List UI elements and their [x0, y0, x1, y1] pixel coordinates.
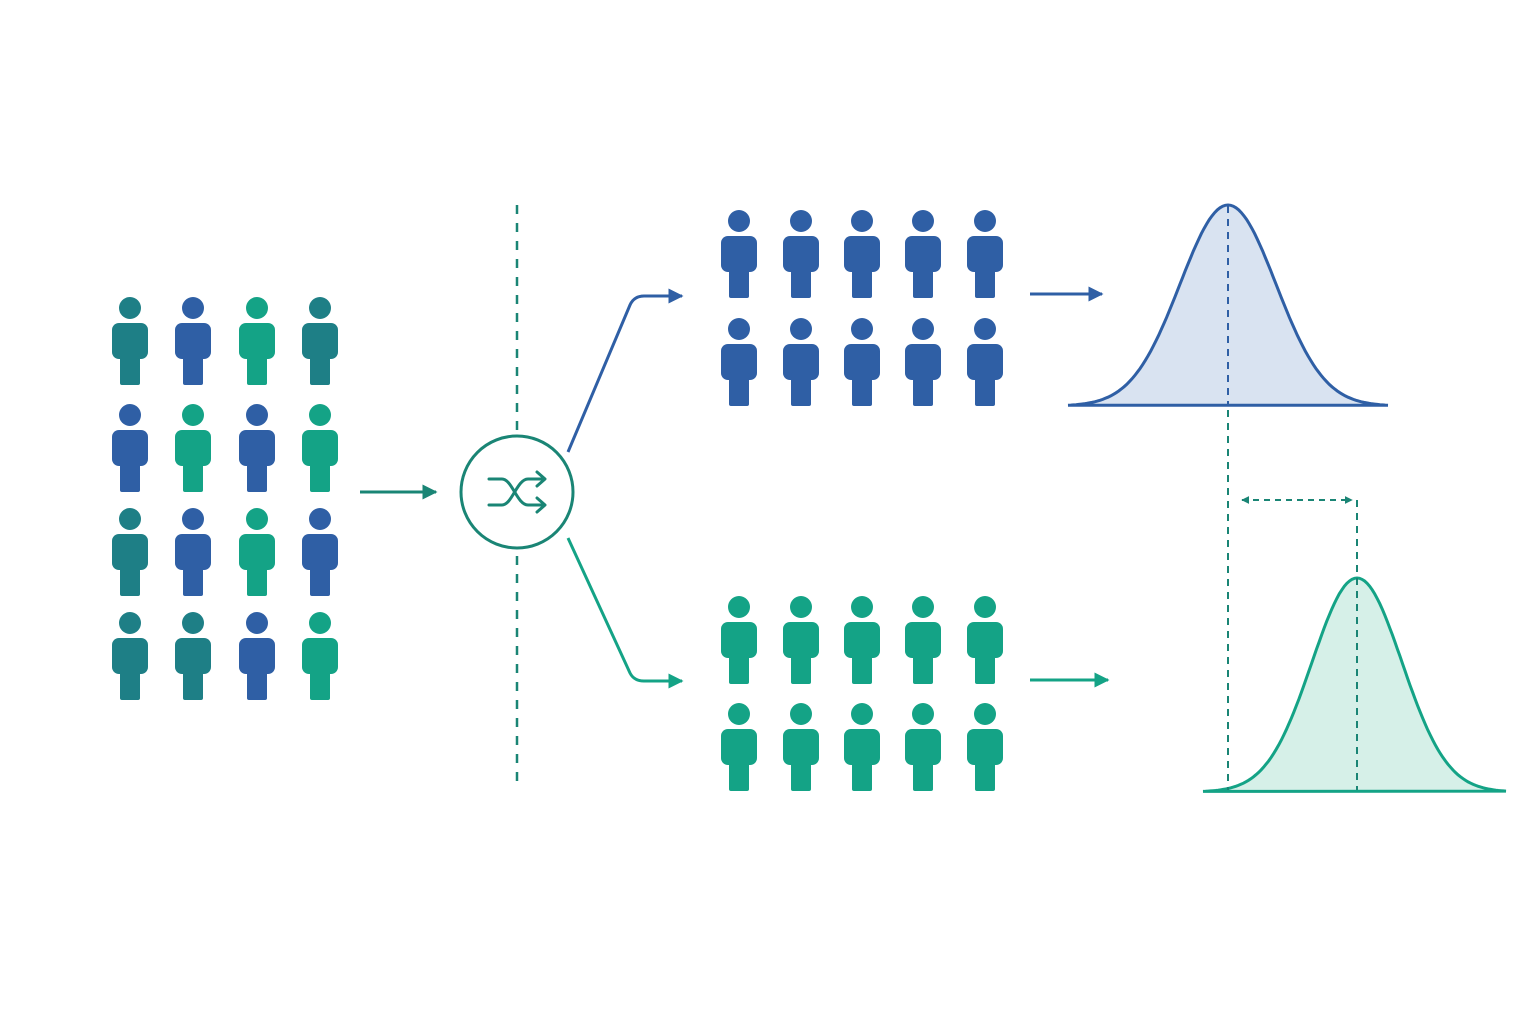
person-icon: [783, 318, 819, 406]
person-icon: [844, 703, 880, 791]
person-icon: [905, 318, 941, 406]
person-icon: [967, 596, 1003, 684]
control-distribution: [1067, 203, 1389, 407]
person-icon: [239, 508, 275, 596]
person-icon: [844, 318, 880, 406]
shuffle-icon: [487, 470, 547, 514]
person-icon: [239, 612, 275, 700]
person-icon: [302, 508, 338, 596]
person-icon: [844, 210, 880, 298]
person-icon: [112, 612, 148, 700]
person-icon: [783, 210, 819, 298]
person-icon: [175, 508, 211, 596]
person-icon: [905, 210, 941, 298]
treatment-distribution: [1202, 500, 1507, 793]
person-icon: [302, 404, 338, 492]
person-icon: [967, 703, 1003, 791]
branch-arrow-treatment: [566, 537, 684, 689]
person-icon: [905, 596, 941, 684]
control-distribution-curve: [1067, 203, 1389, 407]
person-icon: [721, 703, 757, 791]
person-icon: [721, 596, 757, 684]
person-icon: [721, 210, 757, 298]
person-icon: [302, 297, 338, 385]
person-icon: [844, 596, 880, 684]
person-icon: [905, 703, 941, 791]
randomizer: [459, 434, 575, 550]
person-icon: [175, 297, 211, 385]
treatment-distribution-curve: [1202, 576, 1507, 793]
treatment-group: [721, 596, 1003, 791]
person-icon: [112, 508, 148, 596]
person-icon: [967, 318, 1003, 406]
person-icon: [239, 297, 275, 385]
branch-arrow-control: [566, 288, 684, 453]
person-icon: [239, 404, 275, 492]
person-icon: [302, 612, 338, 700]
person-icon: [175, 404, 211, 492]
person-icon: [112, 404, 148, 492]
person-icon: [175, 612, 211, 700]
population-grid: [112, 297, 338, 700]
person-icon: [783, 703, 819, 791]
person-icon: [783, 596, 819, 684]
person-icon: [112, 297, 148, 385]
person-icon: [721, 318, 757, 406]
person-icon: [967, 210, 1003, 298]
control-group: [721, 210, 1003, 406]
